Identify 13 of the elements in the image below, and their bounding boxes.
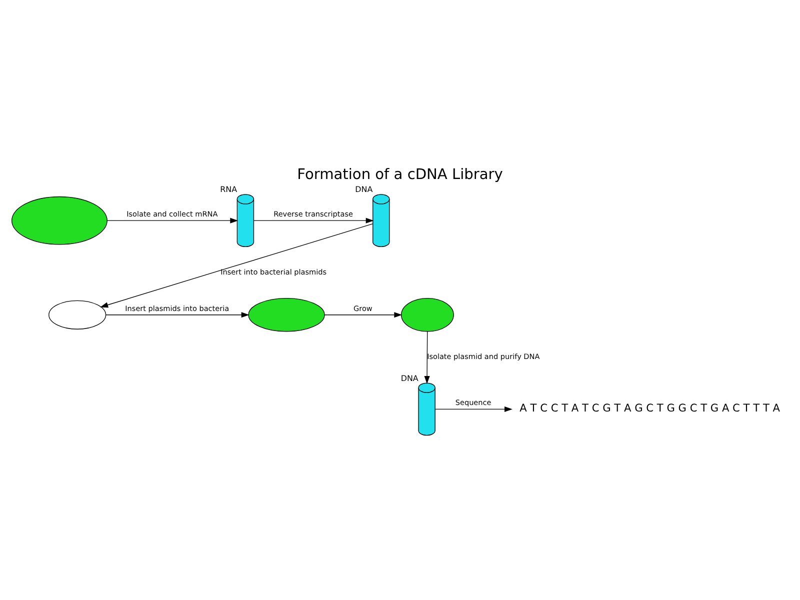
node-ellipse xyxy=(401,298,454,332)
arrow xyxy=(253,218,374,224)
arrow xyxy=(107,218,238,224)
arrow xyxy=(106,312,250,318)
node-ellipse xyxy=(248,298,325,332)
node-ellipse xyxy=(11,196,108,245)
arrow xyxy=(324,312,402,318)
diagram-title: Formation of a cDNA Library xyxy=(297,166,503,183)
arrow xyxy=(434,406,512,412)
arrow xyxy=(100,223,374,308)
node-ellipse xyxy=(48,300,106,330)
node-text: A T C C T A T C G T A G C T G G C T G A C T T T A xyxy=(520,402,780,415)
arrow xyxy=(424,331,430,384)
